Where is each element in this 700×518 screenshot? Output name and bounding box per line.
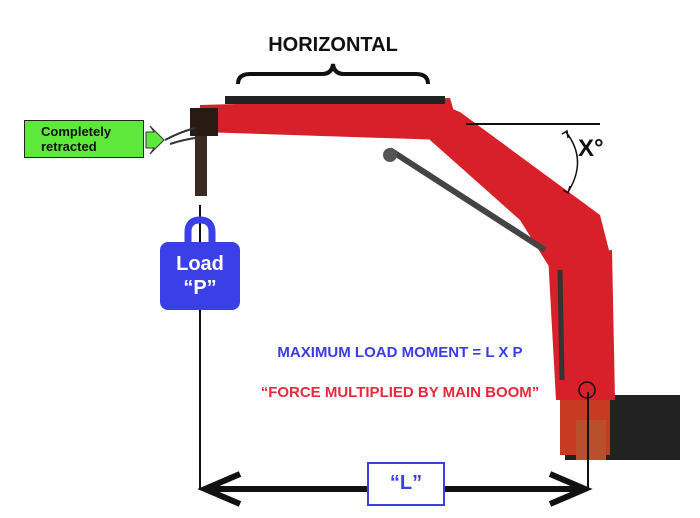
force-note: “FORCE MULTIPLIED BY MAIN BOOM” <box>260 384 540 401</box>
crane-hook <box>195 136 207 196</box>
completely-retracted-label: Completely retracted <box>24 120 144 158</box>
horizontal-label: HORIZONTAL <box>268 34 398 56</box>
main-boom <box>430 100 612 268</box>
angle-arc-arrow <box>565 131 579 193</box>
horizontal-brace <box>236 63 430 85</box>
load-handle <box>184 216 216 244</box>
retracted-arrow-icon <box>145 125 165 155</box>
load-symbol: “P” <box>183 277 217 299</box>
horizontal-boom <box>200 98 458 140</box>
load-weight-icon: Load “P” <box>160 242 240 310</box>
angle-label: X° <box>578 135 604 162</box>
length-label: “L” <box>367 462 445 506</box>
load-moment-formula: MAXIMUM LOAD MOMENT = L X P <box>277 344 523 361</box>
load-label: Load <box>176 253 224 275</box>
crane-column <box>548 250 615 400</box>
